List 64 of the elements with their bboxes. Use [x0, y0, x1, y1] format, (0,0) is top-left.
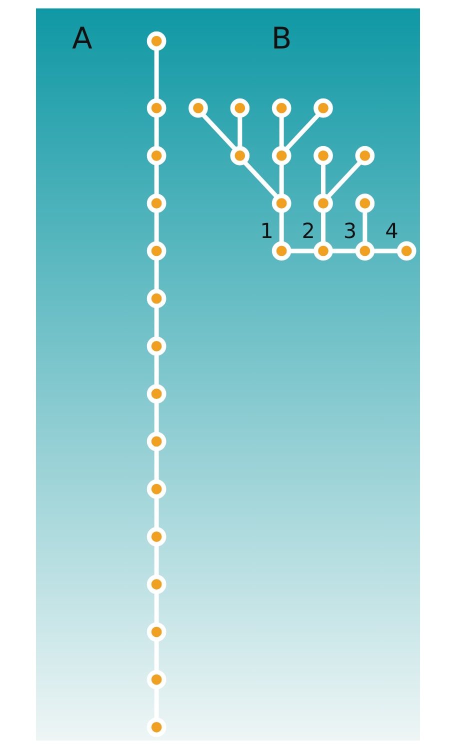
node-circle — [146, 241, 166, 261]
node-circle — [230, 98, 250, 118]
node-circle — [146, 527, 166, 546]
node-circle — [313, 146, 332, 166]
connector — [242, 160, 278, 199]
node-circle — [146, 288, 166, 308]
node-circle — [146, 336, 166, 356]
connector — [154, 449, 158, 482]
connector — [325, 160, 362, 199]
connector — [330, 248, 356, 254]
connector — [288, 248, 315, 254]
label: A — [71, 22, 92, 57]
node-circle — [271, 194, 291, 214]
connector — [200, 112, 237, 152]
connector — [278, 211, 284, 244]
connector — [320, 211, 325, 244]
node-label: 1 — [260, 218, 273, 243]
connector — [154, 640, 158, 672]
connector — [372, 248, 398, 254]
node-circle — [271, 98, 291, 118]
connector — [154, 163, 158, 196]
connector — [154, 211, 158, 244]
connector — [154, 687, 158, 720]
connector — [362, 211, 367, 244]
node-label: 2 — [301, 218, 315, 243]
node-circle — [354, 241, 374, 261]
connector — [154, 402, 158, 434]
connector — [154, 48, 158, 101]
node-circle — [146, 479, 166, 499]
node-circle — [146, 432, 166, 452]
node-circle — [146, 31, 166, 51]
node-circle — [146, 718, 166, 737]
connector — [154, 354, 158, 386]
connector — [278, 163, 284, 196]
node-circle — [146, 98, 166, 118]
label: B — [270, 22, 292, 57]
node-circle — [146, 384, 166, 404]
node-label: 3 — [342, 218, 356, 243]
node-circle — [354, 194, 374, 214]
connector — [154, 592, 158, 624]
connector — [154, 544, 158, 576]
node-circle — [146, 146, 166, 166]
node-circle — [230, 146, 250, 166]
node-circle — [146, 670, 166, 690]
connector — [154, 496, 158, 529]
node-circle — [313, 241, 332, 261]
connector — [154, 116, 158, 148]
node-circle — [188, 98, 208, 118]
connector — [278, 116, 284, 148]
node-circle — [313, 98, 332, 118]
node-circle — [146, 194, 166, 214]
connector — [237, 116, 242, 148]
node-circle — [146, 574, 166, 594]
connector — [284, 112, 320, 152]
connector — [320, 163, 325, 196]
node-circle — [354, 146, 374, 166]
connector — [154, 258, 158, 291]
node-circle — [313, 194, 332, 214]
node-circle — [271, 241, 291, 261]
node-circle — [396, 241, 416, 261]
connector — [154, 306, 158, 338]
node-circle — [146, 622, 166, 642]
node-label: 4 — [384, 218, 398, 243]
node-circle — [271, 146, 291, 166]
